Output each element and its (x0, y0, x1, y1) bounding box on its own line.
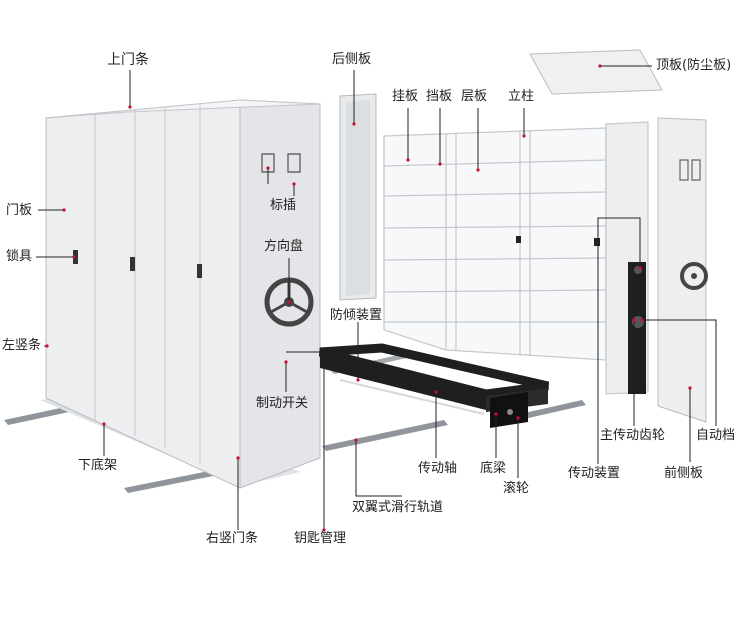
label-front-side-panel: 前侧板 (664, 466, 704, 481)
base-frame (318, 343, 550, 428)
transmission-shaft (339, 379, 485, 415)
callout-line (286, 351, 326, 532)
label-base-beam: 底梁 (480, 461, 507, 476)
label-label-holder: 标插 (270, 198, 297, 213)
label-back-side-panel: 后侧板 (332, 52, 372, 67)
cabinet-front (45, 99, 241, 489)
label-door-panel: 门板 (6, 203, 33, 218)
label-right-vertical-door-strip: 右竖门条 (206, 531, 259, 546)
label-holder-icon (679, 159, 701, 181)
label-top-door-strip: 上门条 (107, 52, 149, 68)
top-panel (529, 49, 663, 95)
upright-hole (594, 238, 600, 246)
label-roller: 滚轮 (503, 481, 530, 496)
rail-right-front (520, 400, 586, 419)
label-stop-panel: 挡板 (426, 89, 453, 104)
label-shelf-layer: 层板 (461, 89, 488, 104)
label-transmission-shaft: 传动轴 (418, 461, 458, 476)
label-top-panel: 顶板(防尘板) (656, 58, 732, 73)
cabinet-top (45, 99, 321, 119)
label-hanging-panel: 挂板 (392, 89, 419, 104)
main-cabinet (40, 99, 321, 489)
label-left-vertical-strip: 左竖条 (2, 338, 42, 353)
rail-left-back (124, 470, 218, 493)
steering-wheel-icon (680, 262, 708, 290)
back-side-panel (339, 93, 377, 301)
transmission-device (628, 262, 646, 394)
upright-hole (516, 236, 521, 243)
lock-icon (130, 257, 135, 271)
callout-line (640, 318, 717, 426)
callout-lines (36, 64, 717, 532)
label-brake-switch: 制动开关 (256, 396, 309, 411)
label-key-management: 钥匙管理 (294, 531, 347, 546)
roller-icon (507, 409, 513, 415)
callout-line (597, 217, 642, 464)
label-auto-stop: 自动档 (696, 428, 736, 443)
label-lock: 锁具 (6, 249, 33, 264)
rail-mid-front (322, 420, 448, 451)
lock-icon (197, 264, 202, 278)
front-side-panel (657, 117, 708, 423)
label-lower-base-frame: 下底架 (78, 458, 118, 473)
label-double-wing-rail: 双翼式滑行轨道 (352, 500, 444, 515)
frame-beam (320, 356, 486, 410)
label-holder-icon (261, 153, 301, 173)
label-transmission-device: 传动装置 (568, 466, 621, 481)
callout-line (354, 438, 402, 497)
label-main-drive-gear: 主传动齿轮 (600, 428, 666, 443)
label-upright-post: 立柱 (508, 89, 535, 104)
label-anti-tilt-device: 防倾装置 (330, 308, 383, 323)
frame-top (318, 343, 550, 399)
label-steering-wheel: 方向盘 (264, 239, 304, 254)
